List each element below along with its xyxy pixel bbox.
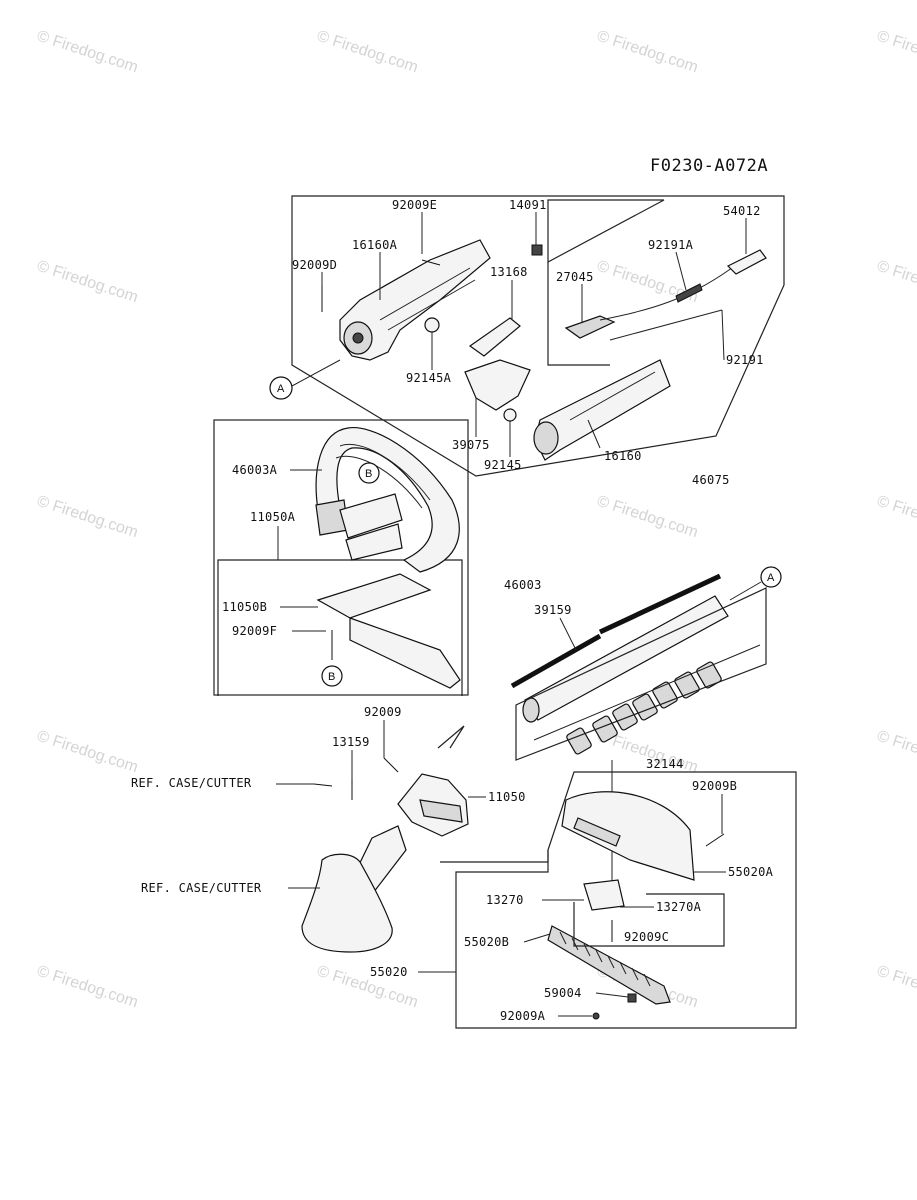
- loop-handle-frame: [213, 419, 469, 696]
- screw-92009a: [592, 1012, 600, 1020]
- callout-b-bottom-label: B: [328, 671, 335, 683]
- loop-handle-subframe: [217, 559, 463, 696]
- cable-92191a: [675, 283, 703, 303]
- part-label-39075: 39075: [452, 438, 490, 452]
- handle-subframe-left: [547, 262, 610, 366]
- spring-92145: [503, 408, 517, 422]
- part-label-92009c: 92009C: [624, 930, 669, 944]
- shaft-assembly-frame: [515, 587, 767, 761]
- part-label-46003: 46003: [504, 578, 542, 592]
- cable-end-54012: [726, 249, 767, 275]
- callout-a-top-leader: [291, 359, 341, 387]
- throttle-trigger: [468, 317, 521, 357]
- part-label-11050: 11050: [488, 790, 526, 804]
- bracket-11050: [397, 773, 469, 837]
- part-label-13168: 13168: [490, 265, 528, 279]
- plate-13270: [583, 879, 625, 911]
- watermark: © Firedog.com: [35, 493, 140, 542]
- callout-b-top: [358, 462, 380, 484]
- watermark: © Firedog.com: [875, 728, 917, 777]
- part-label-92145a: 92145A: [406, 371, 452, 385]
- stop-switch-27045: [564, 315, 616, 339]
- watermark: © Firedog.com: [315, 28, 420, 77]
- drive-shaft-39159: [510, 573, 722, 689]
- part-label-92009e: 92009E: [392, 198, 437, 212]
- part-label-92145: 92145: [484, 458, 522, 472]
- part-label-39159: 39159: [534, 603, 572, 617]
- plate-subframe: [573, 893, 725, 947]
- bolt-ref-case: [313, 783, 333, 787]
- loop-clamp-11050b: [316, 573, 461, 689]
- watermark: © Firedog.com: [595, 28, 700, 77]
- spring-92145a: [424, 317, 440, 333]
- part-label-46003a: 46003A: [232, 463, 278, 477]
- part-label-92191: 92191: [726, 353, 764, 367]
- clip-59004: [627, 993, 637, 1003]
- part-label-92191a: 92191A: [648, 238, 694, 252]
- watermark-layer: © Firedog.com © Firedog.com © Firedog.co…: [35, 28, 917, 1012]
- callout-a-bottom: [760, 566, 782, 588]
- part-label-55020a: 55020A: [728, 865, 774, 879]
- watermark: © Firedog.com: [35, 258, 140, 307]
- trigger-lock-39075: [464, 359, 531, 411]
- part-label-13159: 13159: [332, 735, 370, 749]
- part-label-92009d: 92009D: [292, 258, 337, 272]
- bracket-frame: [440, 850, 549, 863]
- loop-handle-46003a: [315, 427, 460, 573]
- callout-a-top: [269, 376, 293, 400]
- part-label-13270a: 13270A: [656, 900, 702, 914]
- watermark: © Firedog.com: [35, 963, 140, 1012]
- part-label-92009a: 92009A: [500, 1009, 546, 1023]
- watermark: © Firedog.com: [875, 28, 917, 77]
- bracket-break-mark: [437, 725, 465, 749]
- watermark: © Firedog.com: [35, 728, 140, 777]
- callout-a-top-label: A: [277, 383, 285, 395]
- guard-55020a: [561, 791, 695, 881]
- handle-subframe-top: [547, 199, 665, 264]
- callout-b-bottom: [321, 665, 343, 687]
- plug-14091: [531, 244, 543, 256]
- part-label-54012: 54012: [723, 204, 761, 218]
- watermark: © Firedog.com: [875, 493, 917, 542]
- ref-case-cutter-label-1: REF. CASE/CUTTER: [131, 776, 252, 790]
- part-label-46075: 46075: [692, 473, 730, 487]
- part-label-11050a: 11050A: [250, 510, 296, 524]
- part-label-16160: 16160: [604, 449, 642, 463]
- part-label-92009: 92009: [364, 705, 402, 719]
- part-label-92009f: 92009F: [232, 624, 277, 638]
- part-label-11050b: 11050B: [222, 600, 267, 614]
- ref-case-cutter-label-2: REF. CASE/CUTTER: [141, 881, 262, 895]
- bolt-92009e: [421, 259, 441, 266]
- diagram-code: F0230-A072A: [650, 156, 768, 176]
- part-label-27045: 27045: [556, 270, 594, 284]
- part-label-14091: 14091: [509, 198, 547, 212]
- callout-b-top-label: B: [365, 468, 372, 480]
- loop-clamp-11050a: [339, 493, 403, 561]
- part-label-32144: 32144: [646, 757, 684, 771]
- shield-assembly-frame: [455, 771, 797, 1029]
- part-label-59004: 59004: [544, 986, 582, 1000]
- throttle-cable-92191: [599, 261, 741, 321]
- watermark: © Firedog.com: [875, 258, 917, 307]
- handle-body-16160a: [339, 239, 491, 361]
- part-label-55020: 55020: [370, 965, 408, 979]
- handle-body-16160: [533, 359, 671, 461]
- callout-a-bottom-label: A: [767, 572, 775, 584]
- watermark: © Firedog.com: [595, 493, 700, 542]
- bolt-92009: [383, 757, 399, 773]
- watermark: © Firedog.com: [875, 963, 917, 1012]
- part-label-92009b: 92009B: [692, 779, 737, 793]
- part-label-13270: 13270: [486, 893, 524, 907]
- handle-assembly-frame: [291, 195, 785, 477]
- part-label-16160a: 16160A: [352, 238, 398, 252]
- bolt-92009b: [705, 833, 725, 847]
- watermark: © Firedog.com: [35, 28, 140, 77]
- shaft-tube-46003: [522, 595, 729, 723]
- gear-case-cutter: [301, 825, 407, 953]
- part-label-55020b: 55020B: [464, 935, 509, 949]
